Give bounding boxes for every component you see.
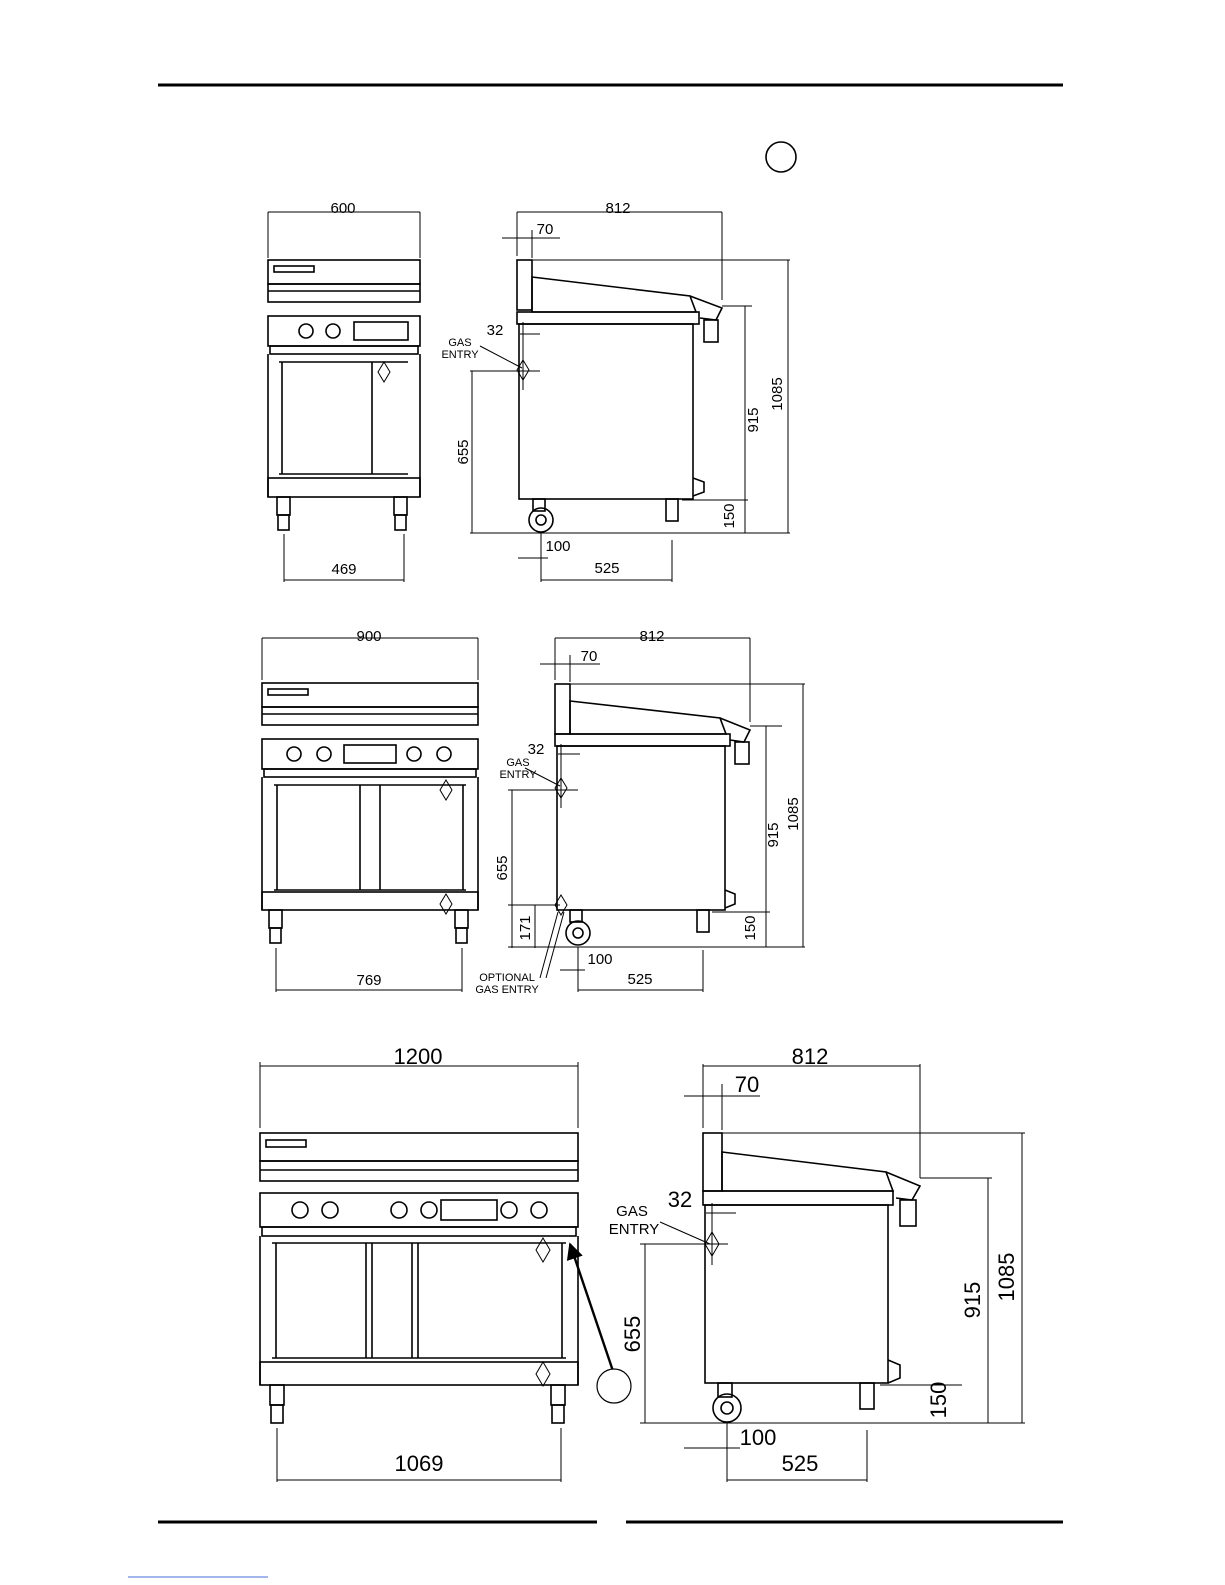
gas-entry-label-b-line1: GAS [506, 757, 529, 769]
optional-gas-label-line2: GAS ENTRY [475, 984, 539, 996]
optional-gas-label-line1: OPTIONAL [479, 972, 535, 984]
dim-width-600: 600 [330, 200, 355, 217]
side-view-900 [555, 684, 750, 945]
dim-leg-span-525: 525 [594, 560, 619, 577]
side-dims-600 [470, 212, 790, 582]
dim-leg-span-525-b: 525 [627, 971, 652, 988]
dim-gas-drop-32-c: 32 [668, 1187, 692, 1212]
dim-width-1200: 1200 [394, 1044, 443, 1069]
dim-inner-769: 769 [356, 972, 381, 989]
dim-depth-812-b: 812 [639, 628, 664, 645]
dim-cook-height-915: 915 [745, 407, 762, 432]
width-dimension-900 [262, 638, 478, 992]
callout-circle-top [766, 142, 796, 172]
dim-leg-offset-100-b: 100 [587, 951, 612, 968]
front-view-900 [262, 683, 478, 943]
dim-back-70-c: 70 [735, 1072, 759, 1097]
dim-leg-span-525-c: 525 [782, 1451, 819, 1476]
front-view-600 [268, 260, 420, 530]
dim-back-70: 70 [537, 221, 554, 238]
side-dims-1200 [640, 1064, 1025, 1482]
dim-inner-1069: 1069 [395, 1451, 444, 1476]
dim-gas-drop-32-b: 32 [528, 741, 545, 758]
dim-total-height-1085: 1085 [769, 377, 786, 410]
dim-back-70-b: 70 [581, 648, 598, 665]
dim-gas-drop-32: 32 [487, 322, 504, 339]
dim-depth-812: 812 [605, 200, 630, 217]
width-dimension-1200 [260, 1062, 578, 1482]
gas-entry-label-c-line2: ENTRY [609, 1221, 660, 1238]
gas-entry-label-b-line2: ENTRY [499, 769, 537, 781]
dim-leg-offset-100: 100 [545, 538, 570, 555]
dim-leg-height-150-c: 150 [926, 1382, 951, 1419]
dim-leg-height-150-b: 150 [742, 915, 759, 940]
side-dims-900 [508, 638, 805, 992]
dim-leg-height-150: 150 [721, 503, 738, 528]
dim-inner-469: 469 [331, 561, 356, 578]
dim-depth-812-c: 812 [792, 1044, 829, 1069]
gas-entry-label-line2: ENTRY [441, 349, 479, 361]
side-view-600 [517, 260, 722, 532]
dim-gas-height-655: 655 [455, 439, 472, 464]
dim-gas-height-655-b: 655 [494, 855, 511, 880]
dim-cook-height-915-c: 915 [960, 1282, 985, 1319]
width-dimension-600 [268, 212, 420, 258]
dim-gas-height-655-c: 655 [620, 1316, 645, 1353]
gas-entry-label-line1: GAS [448, 337, 471, 349]
dim-optional-171: 171 [517, 915, 534, 940]
front-view-1200 [260, 1133, 631, 1423]
side-view-1200 [703, 1133, 920, 1422]
dim-leg-offset-100-c: 100 [740, 1425, 777, 1450]
dim-total-height-1085-b: 1085 [785, 797, 802, 830]
dim-cook-height-915-b: 915 [765, 822, 782, 847]
dim-width-900: 900 [356, 628, 381, 645]
dim-total-height-1085-c: 1085 [994, 1253, 1019, 1302]
gas-entry-label-c-line1: GAS [616, 1203, 648, 1220]
